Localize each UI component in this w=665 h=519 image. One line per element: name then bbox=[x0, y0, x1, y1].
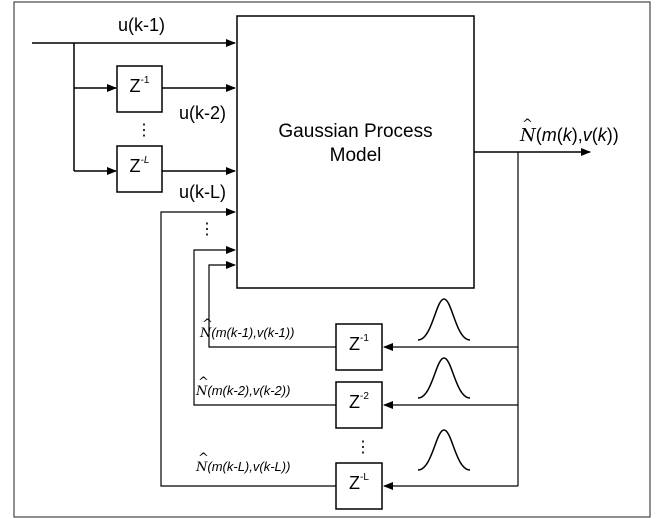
fb-return-L bbox=[160, 208, 336, 487]
delay-label-lower-2: Z-2 bbox=[349, 391, 369, 412]
delay-box-upper-1 bbox=[116, 65, 163, 113]
delay-label-lower-1: Z-1 bbox=[349, 333, 369, 354]
label-output: N(m(k),v(k)) bbox=[520, 118, 619, 145]
label-output-args: (m(k),v(k)) bbox=[535, 125, 619, 145]
ellipsis-inputs: ⋮ bbox=[199, 221, 215, 238]
delay-box-lower-L bbox=[335, 462, 383, 510]
gaussian-curve-L bbox=[417, 429, 471, 471]
ellipsis-lower: ⋮ bbox=[355, 439, 371, 456]
fb-return-2 bbox=[193, 246, 336, 406]
label-feedback-L: N(m(k-L),v(k-L)) bbox=[196, 452, 290, 474]
ellipsis-upper: ⋮ bbox=[136, 122, 152, 139]
outer-frame bbox=[13, 1, 651, 518]
delay-label-lower-L: Z-L bbox=[349, 472, 369, 493]
gp-title-line2: Model bbox=[329, 145, 382, 166]
gaussian-curve-2 bbox=[417, 357, 471, 399]
gp-title-line1: Gaussian Process bbox=[278, 121, 433, 142]
delay-label-upper-L: Z-L bbox=[129, 155, 150, 176]
delay-box-lower-1 bbox=[335, 323, 383, 371]
n-hat-symbol: N bbox=[520, 118, 536, 145]
gaussian-curve-1 bbox=[417, 298, 471, 341]
label-u-k-1: u(k-1) bbox=[118, 15, 166, 35]
delay-box-lower-2 bbox=[335, 381, 383, 429]
label-u-k-2: u(k-2) bbox=[179, 103, 227, 123]
label-u-k-L: u(k-L) bbox=[179, 182, 227, 202]
delay-box-upper-L bbox=[116, 145, 163, 193]
gp-model-label: Gaussian Process Model bbox=[237, 16, 474, 288]
label-feedback-2: N(m(k-2),v(k-2)) bbox=[196, 376, 290, 398]
label-feedback-1: N(m(k-1),v(k-1)) bbox=[200, 318, 294, 340]
fb-return-1 bbox=[208, 261, 336, 348]
delay-label-upper-1: Z-1 bbox=[129, 75, 150, 96]
